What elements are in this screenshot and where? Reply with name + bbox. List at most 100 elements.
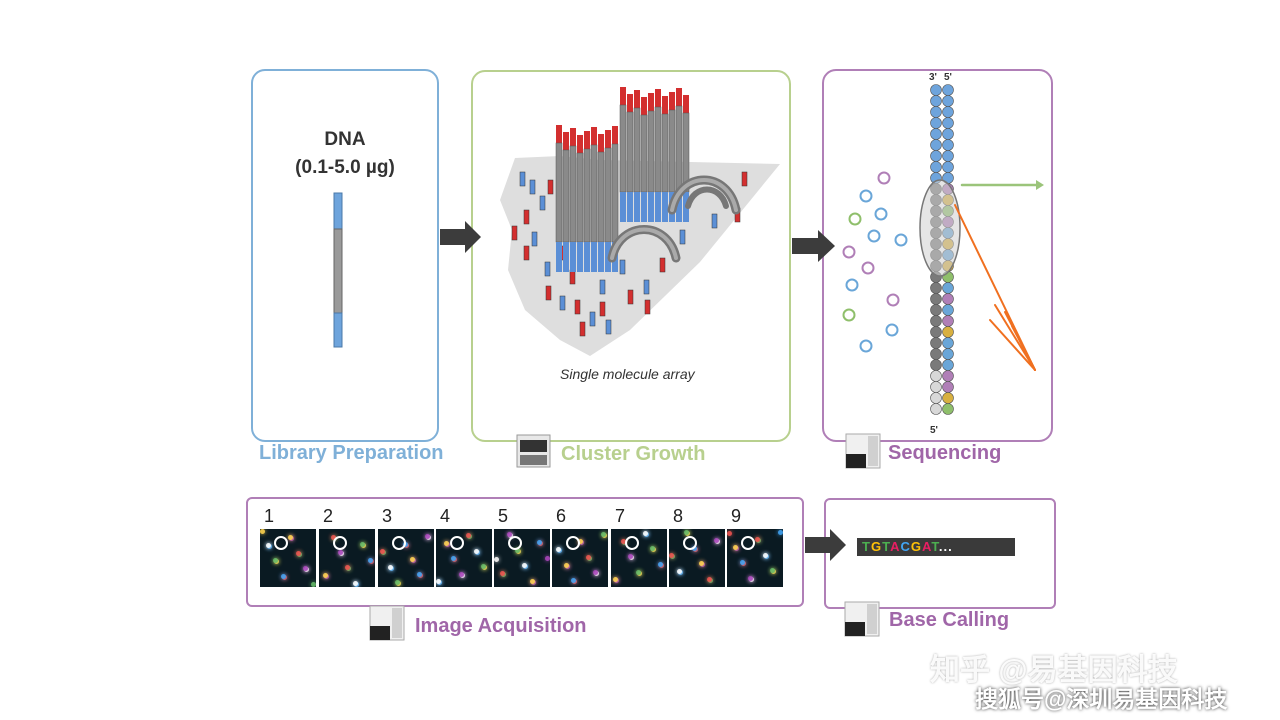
fragment-mark [531, 231, 538, 247]
strand-bead [942, 293, 954, 305]
dna-title: DNA (0.1-5.0 µg) [251, 126, 439, 182]
frame-number: 2 [323, 506, 334, 526]
frame-number: 4 [440, 506, 451, 526]
strand-bead [942, 304, 954, 316]
fragment-mark [605, 319, 612, 335]
base-call-bar [857, 538, 1015, 556]
cluster-strand-blue [598, 242, 604, 272]
strand-bead [930, 128, 942, 140]
base-letter: G [910, 539, 922, 554]
fragment-mark [511, 225, 518, 241]
cluster-strand-blue [655, 192, 661, 222]
cluster-strand-gray [661, 113, 669, 193]
cluster-strand-gray [654, 106, 662, 193]
fragment-mark [627, 289, 634, 305]
free-nucleotide [894, 233, 908, 247]
cluster-strand-blue [577, 242, 583, 272]
fragment-mark [711, 213, 718, 229]
strand-bead [942, 150, 954, 162]
strand-bead [942, 326, 954, 338]
cluster-strand-gray [647, 110, 655, 193]
fragment-mark [643, 279, 650, 295]
free-nucleotide [861, 261, 875, 275]
cluster-strand-gray [640, 114, 648, 193]
cluster-strand-gray [668, 109, 676, 193]
fragment-mark [523, 209, 530, 225]
strand-bead [930, 282, 942, 294]
strand-bead [942, 392, 954, 404]
stage-label-library: Library Preparation [259, 442, 444, 464]
cluster-strand-red [627, 94, 633, 112]
arrow-icon [440, 221, 846, 561]
fragment-mark [599, 279, 606, 295]
cluster-strand-red [598, 134, 604, 152]
free-nucleotide [885, 323, 899, 337]
fragment-mark [659, 257, 666, 273]
strand-bead [942, 106, 954, 118]
strand-bead [942, 139, 954, 151]
cluster-strand-gray [583, 148, 591, 243]
fragment-mark [589, 311, 596, 327]
stage-label-sequencing: Sequencing [888, 442, 1002, 464]
base-letter: G [870, 539, 883, 554]
strand-bead [930, 337, 942, 349]
dna-title-line2: (0.1-5.0 µg) [295, 157, 395, 178]
cluster-strand-red [556, 125, 562, 143]
strand-bead [930, 392, 942, 404]
sequencer-icon [844, 601, 880, 637]
cluster-strand-red [620, 87, 626, 105]
polymerase-shape [919, 179, 961, 277]
free-nucleotide [874, 207, 888, 221]
cluster-strand-gray [619, 104, 627, 193]
strand-bead [942, 117, 954, 129]
sequencer-icon [845, 433, 881, 469]
strand-bead [930, 293, 942, 305]
base-letter: C [900, 539, 911, 554]
cluster-strand-blue [570, 242, 576, 272]
fragment-mark [599, 301, 606, 317]
strand-bead [930, 348, 942, 360]
cluster-strand-red [655, 89, 661, 107]
frame-image [260, 529, 316, 587]
frame-image [494, 529, 550, 587]
strand-bead [930, 139, 942, 151]
strand-bead [930, 304, 942, 316]
strand-bead [942, 84, 954, 96]
frame-number: 3 [382, 506, 393, 526]
frame-number: 6 [556, 506, 567, 526]
frame-number: 7 [615, 506, 626, 526]
cluster-strand-blue [620, 192, 626, 222]
strand-bead [930, 315, 942, 327]
strand-bead [930, 403, 942, 415]
fragment-mark [539, 195, 546, 211]
base-letter: A [890, 539, 901, 554]
fragment-mark [574, 299, 581, 315]
cluster-strand-red [563, 132, 569, 150]
frame-image [436, 529, 492, 587]
fragment-mark [741, 171, 748, 187]
frame-number: 9 [731, 506, 742, 526]
cluster-strand-blue [641, 192, 647, 222]
strand-bead [942, 128, 954, 140]
fragment-mark [619, 259, 626, 275]
cluster-strand-blue [676, 192, 682, 222]
instrument-icon [516, 434, 551, 468]
base-letter: T [862, 539, 871, 554]
cluster-strand-blue [556, 242, 562, 272]
strand-bead [942, 359, 954, 371]
strand-bead [942, 370, 954, 382]
free-nucleotide [845, 278, 859, 292]
cluster-strand-red [570, 128, 576, 146]
frame-image [552, 529, 608, 587]
strand-bead [930, 161, 942, 173]
cluster-strand-gray [597, 151, 605, 243]
strand-bead [930, 381, 942, 393]
fragment-mark [559, 295, 566, 311]
frame-number: 8 [673, 506, 684, 526]
sequencer-icon [369, 605, 405, 641]
watermark-sohu: 搜狐号@深圳易基因科技 [975, 686, 1228, 712]
strand-bead [942, 403, 954, 415]
cluster-strand-gray [569, 145, 577, 243]
cluster-strand-red [584, 131, 590, 149]
frame-image [319, 529, 375, 587]
